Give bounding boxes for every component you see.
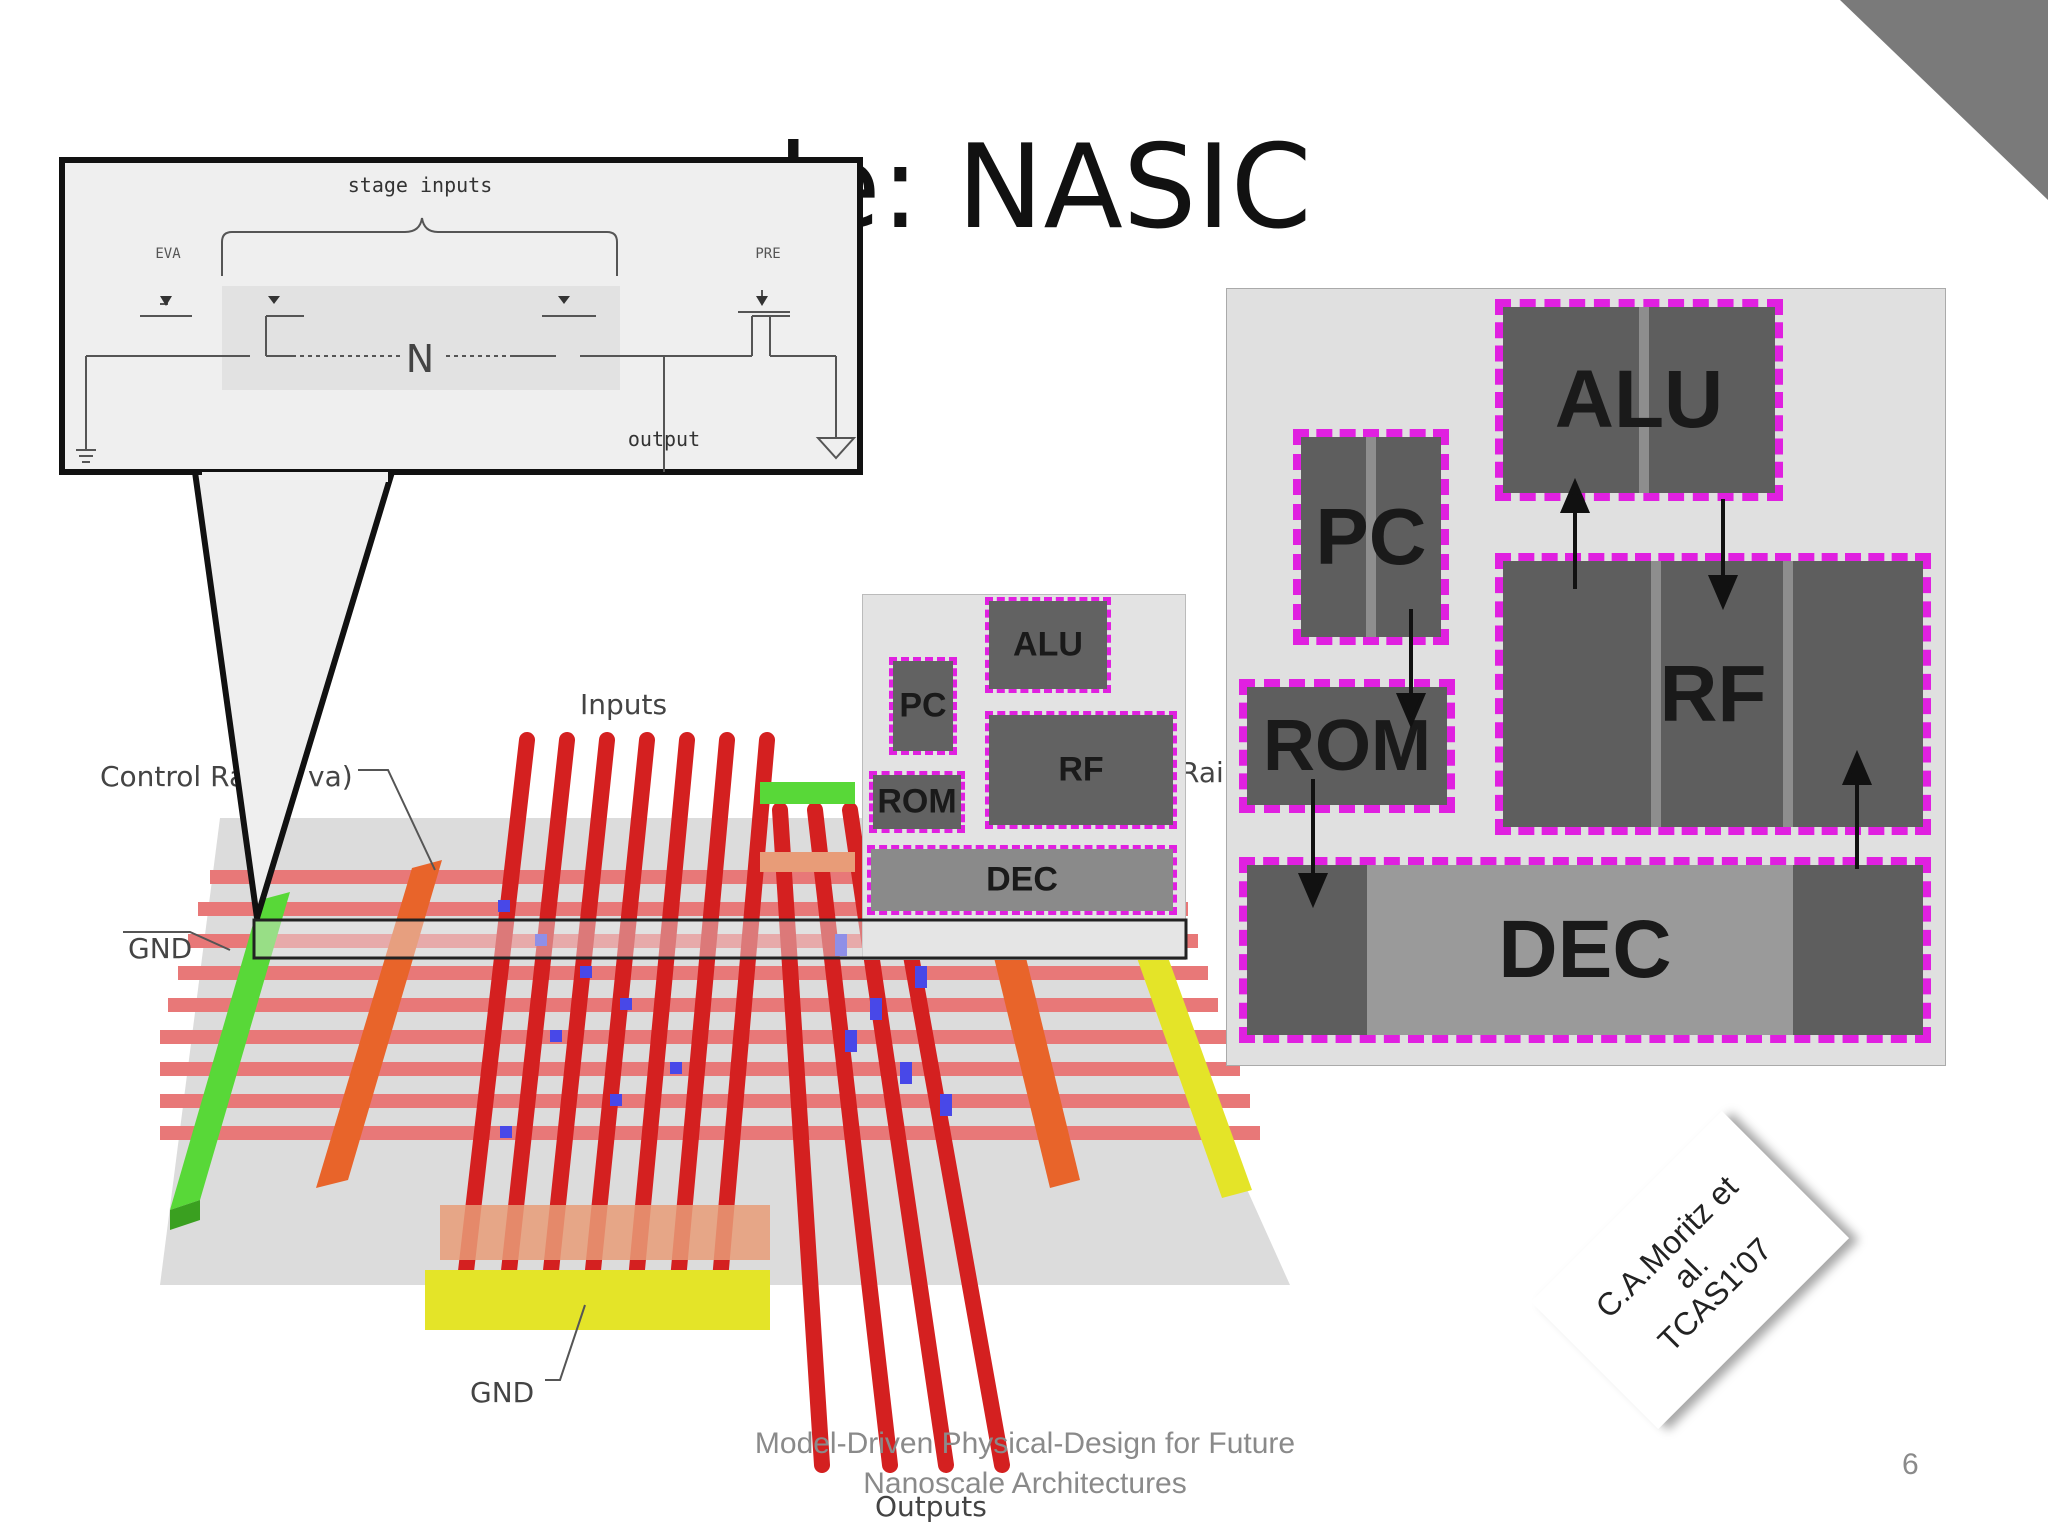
output-label: output	[628, 427, 700, 451]
control-rail-right	[980, 892, 1080, 1188]
floorplan-arrows	[1297, 477, 1873, 909]
control-rail-label-tail: va)	[308, 760, 353, 793]
gnd-rail-left	[170, 892, 290, 1210]
stage-inputs-label: stage inputs	[348, 173, 493, 197]
block-alu: ALU	[1495, 299, 1783, 501]
floorplan-large: ALU PC RF ROM DEC	[1226, 288, 1946, 1066]
block-dec: DEC	[1239, 857, 1931, 1043]
page-number: 6	[1902, 1448, 1919, 1481]
rail-top-right	[760, 782, 855, 804]
gnd-left-label: GND	[128, 932, 193, 965]
bottom-control-pad	[440, 1205, 770, 1260]
footer-line-1: Model-Driven Physical-Design for Future	[754, 1427, 1296, 1460]
block-pc: PC	[1293, 429, 1449, 645]
citation-card: C.A.Moritz et al. TCAS1'07	[1530, 1110, 1850, 1430]
input-nanowires	[457, 732, 775, 1288]
inputs-label: Inputs	[580, 688, 668, 721]
rail-right-label: Rail	[1180, 756, 1232, 789]
floorplan-small: ALU PC RF ROM DEC	[862, 594, 1186, 960]
slide-title: nple: NASIC	[630, 120, 1312, 255]
small-block-pc: PC	[889, 657, 957, 755]
slide-footer: Model-Driven Physical-Design for Future …	[700, 1424, 1350, 1504]
nasic-circuit	[76, 217, 857, 472]
gnd-bottom-label: GND	[470, 1376, 535, 1409]
small-block-alu: ALU	[985, 597, 1111, 693]
gnd-rail-bottom	[425, 1270, 770, 1330]
control-rail-label: Control Ra	[100, 760, 247, 793]
small-block-dec: DEC	[867, 845, 1177, 915]
footer-line-2: Nanoscale Architectures	[863, 1467, 1187, 1500]
vdd-rail-right	[1120, 902, 1252, 1198]
corner-triangle-decoration	[1840, 0, 2048, 200]
small-block-rom: ROM	[869, 771, 965, 833]
n-label: N	[406, 337, 434, 381]
eva-label: EVA	[155, 246, 181, 262]
small-block-rf: RF	[985, 711, 1177, 829]
outputs-label: Outputs	[875, 1490, 987, 1523]
